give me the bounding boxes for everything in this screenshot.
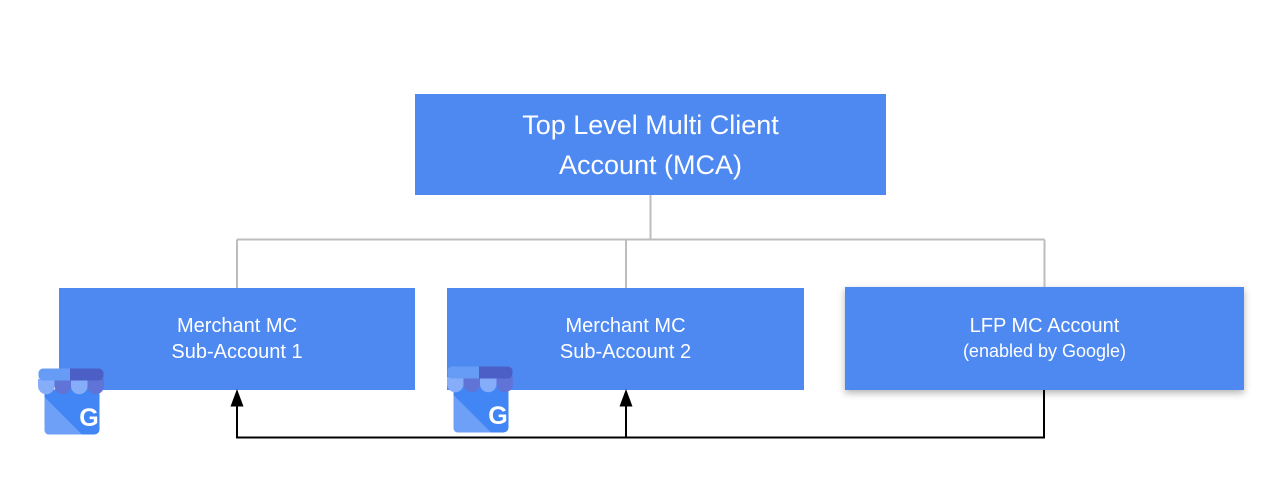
awning-scallop-2 [54, 379, 71, 395]
node-merchant-sub-account-1: Merchant MC Sub-Account 1 [59, 288, 415, 390]
node-label-line2: Sub-Account 2 [559, 341, 692, 363]
awning-scallop-2 [463, 377, 480, 393]
awning-scallop-3 [71, 379, 88, 395]
node-label-line1: LFP MC Account [969, 315, 1120, 337]
google-business-profile-icon: G [38, 368, 104, 435]
awning-scallop-1 [447, 377, 464, 393]
node-label-line1: Top Level Multi Client [522, 109, 779, 140]
awning-scallop-3 [480, 377, 497, 393]
google-business-profile-icon: G [447, 366, 513, 433]
awning-scallop-4 [87, 379, 104, 395]
arrowhead-into-sub2-icon [619, 389, 633, 407]
node-top-level-mca: Top Level Multi Client Account (MCA) [415, 94, 886, 195]
awning-bar-right [479, 366, 513, 379]
tree-connector-lines [236, 195, 1046, 288]
node-lfp-mc-account: LFP MC Account (enabled by Google) [845, 287, 1244, 390]
awning-scallop-4 [496, 377, 513, 393]
node-label-line2: Account (MCA) [558, 149, 743, 180]
node-label-line1: Merchant MC [565, 315, 686, 337]
node-label-line2: (enabled by Google) [962, 341, 1127, 361]
awning-bar-right [70, 368, 104, 381]
storefront-fold [44, 397, 82, 435]
arrowhead-into-sub1-icon [230, 389, 244, 407]
awning-scallop-1 [38, 379, 55, 395]
google-g-letter: G [79, 404, 98, 432]
node-label-line2: Sub-Account 1 [171, 341, 303, 363]
feed-connector-line [236, 390, 1045, 439]
node-label-line1: Merchant MC [176, 315, 298, 337]
google-g-letter: G [488, 402, 507, 430]
